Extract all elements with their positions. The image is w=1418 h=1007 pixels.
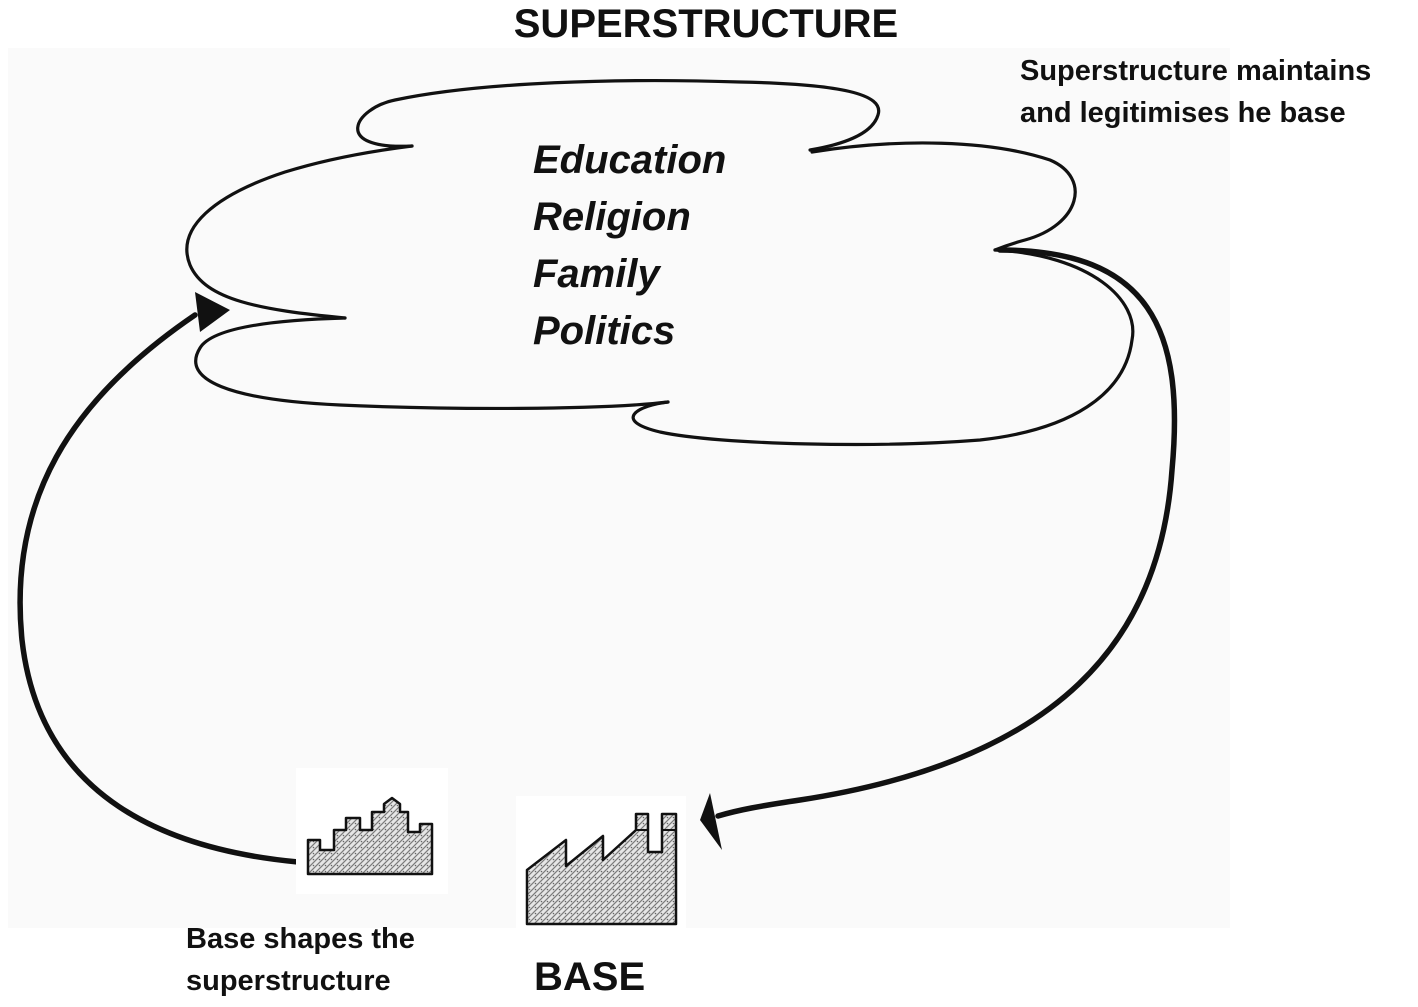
item-family: Family bbox=[533, 252, 660, 296]
base-label: BASE bbox=[534, 955, 646, 999]
annotation-base-shapes: Base shapes the superstructure bbox=[186, 923, 415, 997]
arrow-base-to-superstructure bbox=[17, 292, 301, 865]
item-politics: Politics bbox=[533, 309, 676, 353]
diagram-title: SUPERSTRUCTURE bbox=[513, 2, 899, 46]
item-education: Education bbox=[533, 138, 727, 182]
superstructure-items-list: Education Religion Family Politics bbox=[533, 132, 726, 360]
arrow-superstructure-to-base bbox=[700, 247, 1178, 850]
diagram-background bbox=[8, 48, 1230, 928]
item-religion: Religion bbox=[533, 195, 691, 239]
superstructure-cloud bbox=[185, 78, 1135, 447]
city-skyline-icon bbox=[296, 768, 448, 894]
factory-icon bbox=[516, 796, 686, 932]
annotation-superstructure-maintains: Superstructure maintains and legitimises… bbox=[1020, 55, 1372, 129]
